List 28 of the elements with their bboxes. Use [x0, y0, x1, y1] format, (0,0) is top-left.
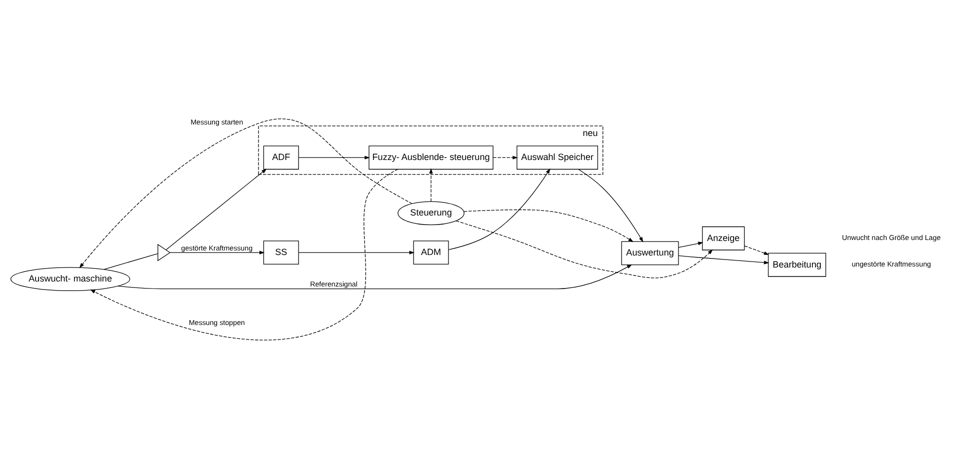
connector [104, 253, 158, 270]
arrow [744, 246, 770, 255]
arrow [492, 156, 518, 160]
node-box: Fuzzy- Ausblende- steuerung [368, 146, 494, 170]
arrow [298, 156, 370, 160]
arrow [166, 168, 267, 250]
node-ellipse: Auswucht- maschine [10, 267, 130, 292]
node-box: Bearbeitung [768, 252, 826, 277]
arrow [678, 255, 770, 264]
arrow [456, 220, 713, 278]
node-box: SS [263, 240, 299, 265]
arrow [298, 250, 415, 254]
arrow [118, 264, 632, 290]
node-box: Auswahl Speicher [516, 146, 598, 170]
arrow [79, 118, 412, 268]
node-box: Anzeige [702, 226, 745, 250]
arrow [170, 250, 265, 254]
arrow [90, 168, 398, 340]
arrow [464, 209, 634, 242]
node-ellipse: Steuerung [398, 201, 464, 226]
arrow [448, 168, 550, 250]
node-triangle [158, 244, 171, 262]
arrow [678, 242, 704, 248]
arrow [578, 169, 644, 242]
node-box: ADM [413, 240, 449, 265]
node-box: Auswertung [621, 241, 679, 266]
node-box: ADF [263, 146, 299, 170]
arrow [429, 168, 433, 202]
